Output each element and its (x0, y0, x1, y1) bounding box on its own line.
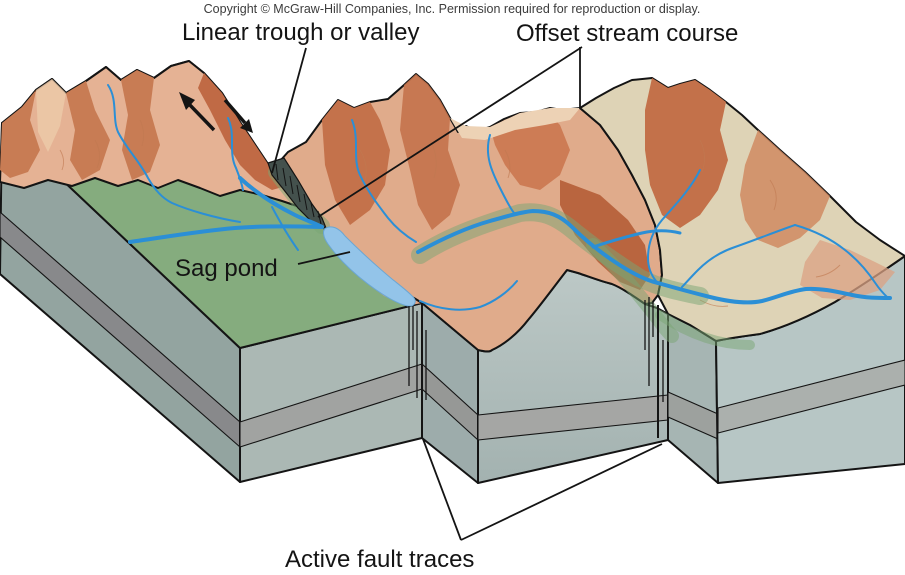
sag-pond (323, 226, 416, 307)
left-block-surface (0, 60, 423, 349)
label-active-fault-traces: Active fault traces (285, 546, 474, 573)
leader-linear-trough (271, 47, 307, 174)
linear-trough (267, 157, 328, 230)
motion-arrow-left-icon (186, 101, 216, 132)
label-offset-stream: Offset stream course (516, 20, 738, 47)
label-linear-trough: Linear trough or valley (182, 19, 419, 46)
strata-band-right-side (717, 359, 905, 434)
middle-block-surface (271, 73, 663, 353)
trough-stream (238, 176, 324, 229)
label-sag-pond: Sag pond (175, 255, 278, 282)
right-block-surface (579, 77, 905, 342)
copyright-notice: Copyright © McGraw-Hill Companies, Inc. … (204, 2, 701, 16)
leader-offset-stream-left (317, 46, 583, 218)
strike-slip-arrows (179, 92, 253, 133)
leader-lines (271, 46, 663, 541)
leader-active-fault-left (422, 438, 462, 541)
plain-stream (128, 224, 324, 244)
leader-active-fault-right (460, 443, 663, 541)
stream-network (107, 84, 892, 311)
offset-main-stream (416, 209, 892, 305)
beheaded-stream (591, 229, 682, 249)
left-block-faces (0, 122, 423, 483)
leader-sag-pond (297, 251, 351, 265)
motion-arrow-right-icon (223, 98, 247, 125)
fault-trace-lines (408, 297, 664, 438)
